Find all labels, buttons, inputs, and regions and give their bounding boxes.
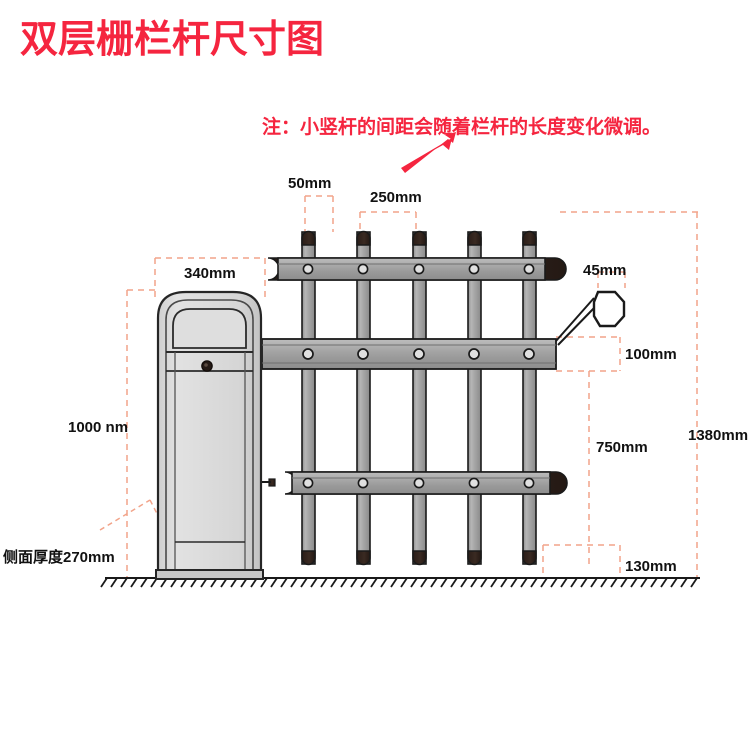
page-title: 双层栅栏杆尺寸图 [20, 19, 324, 61]
bottom-rail [262, 471, 568, 495]
barrier-cabinet [155, 290, 264, 580]
vertical-bar [522, 230, 537, 566]
dim-ground-clearance: 130mm [625, 558, 677, 575]
dim-side-thickness: 侧面厚度270mm [3, 548, 115, 566]
main-beam [261, 338, 557, 370]
dim-beam-height: 100mm [625, 346, 677, 363]
vertical-bar [412, 230, 427, 566]
dim-bar-spacing-first: 50mm [288, 175, 331, 192]
dim-total-height: 1380mm [688, 427, 748, 444]
vertical-bar [467, 230, 482, 566]
end-stopper [555, 290, 626, 346]
dim-bar-spacing: 250mm [370, 189, 422, 206]
note-text: 注：小竖杆的间距会随着栏杆的长度变化微调。 [262, 115, 661, 138]
vertical-bars-group [301, 230, 537, 566]
vertical-bar [301, 230, 316, 566]
dim-stopper-width: 45mm [583, 262, 626, 279]
top-rail [267, 257, 567, 281]
dim-lower-rail-gap: 750mm [596, 439, 648, 456]
dim-cabinet-height: 1000 nm [68, 419, 128, 436]
dim-cabinet-width: 340mm [184, 265, 236, 282]
vertical-bar [356, 230, 371, 566]
note-arrow-icon [401, 132, 456, 173]
